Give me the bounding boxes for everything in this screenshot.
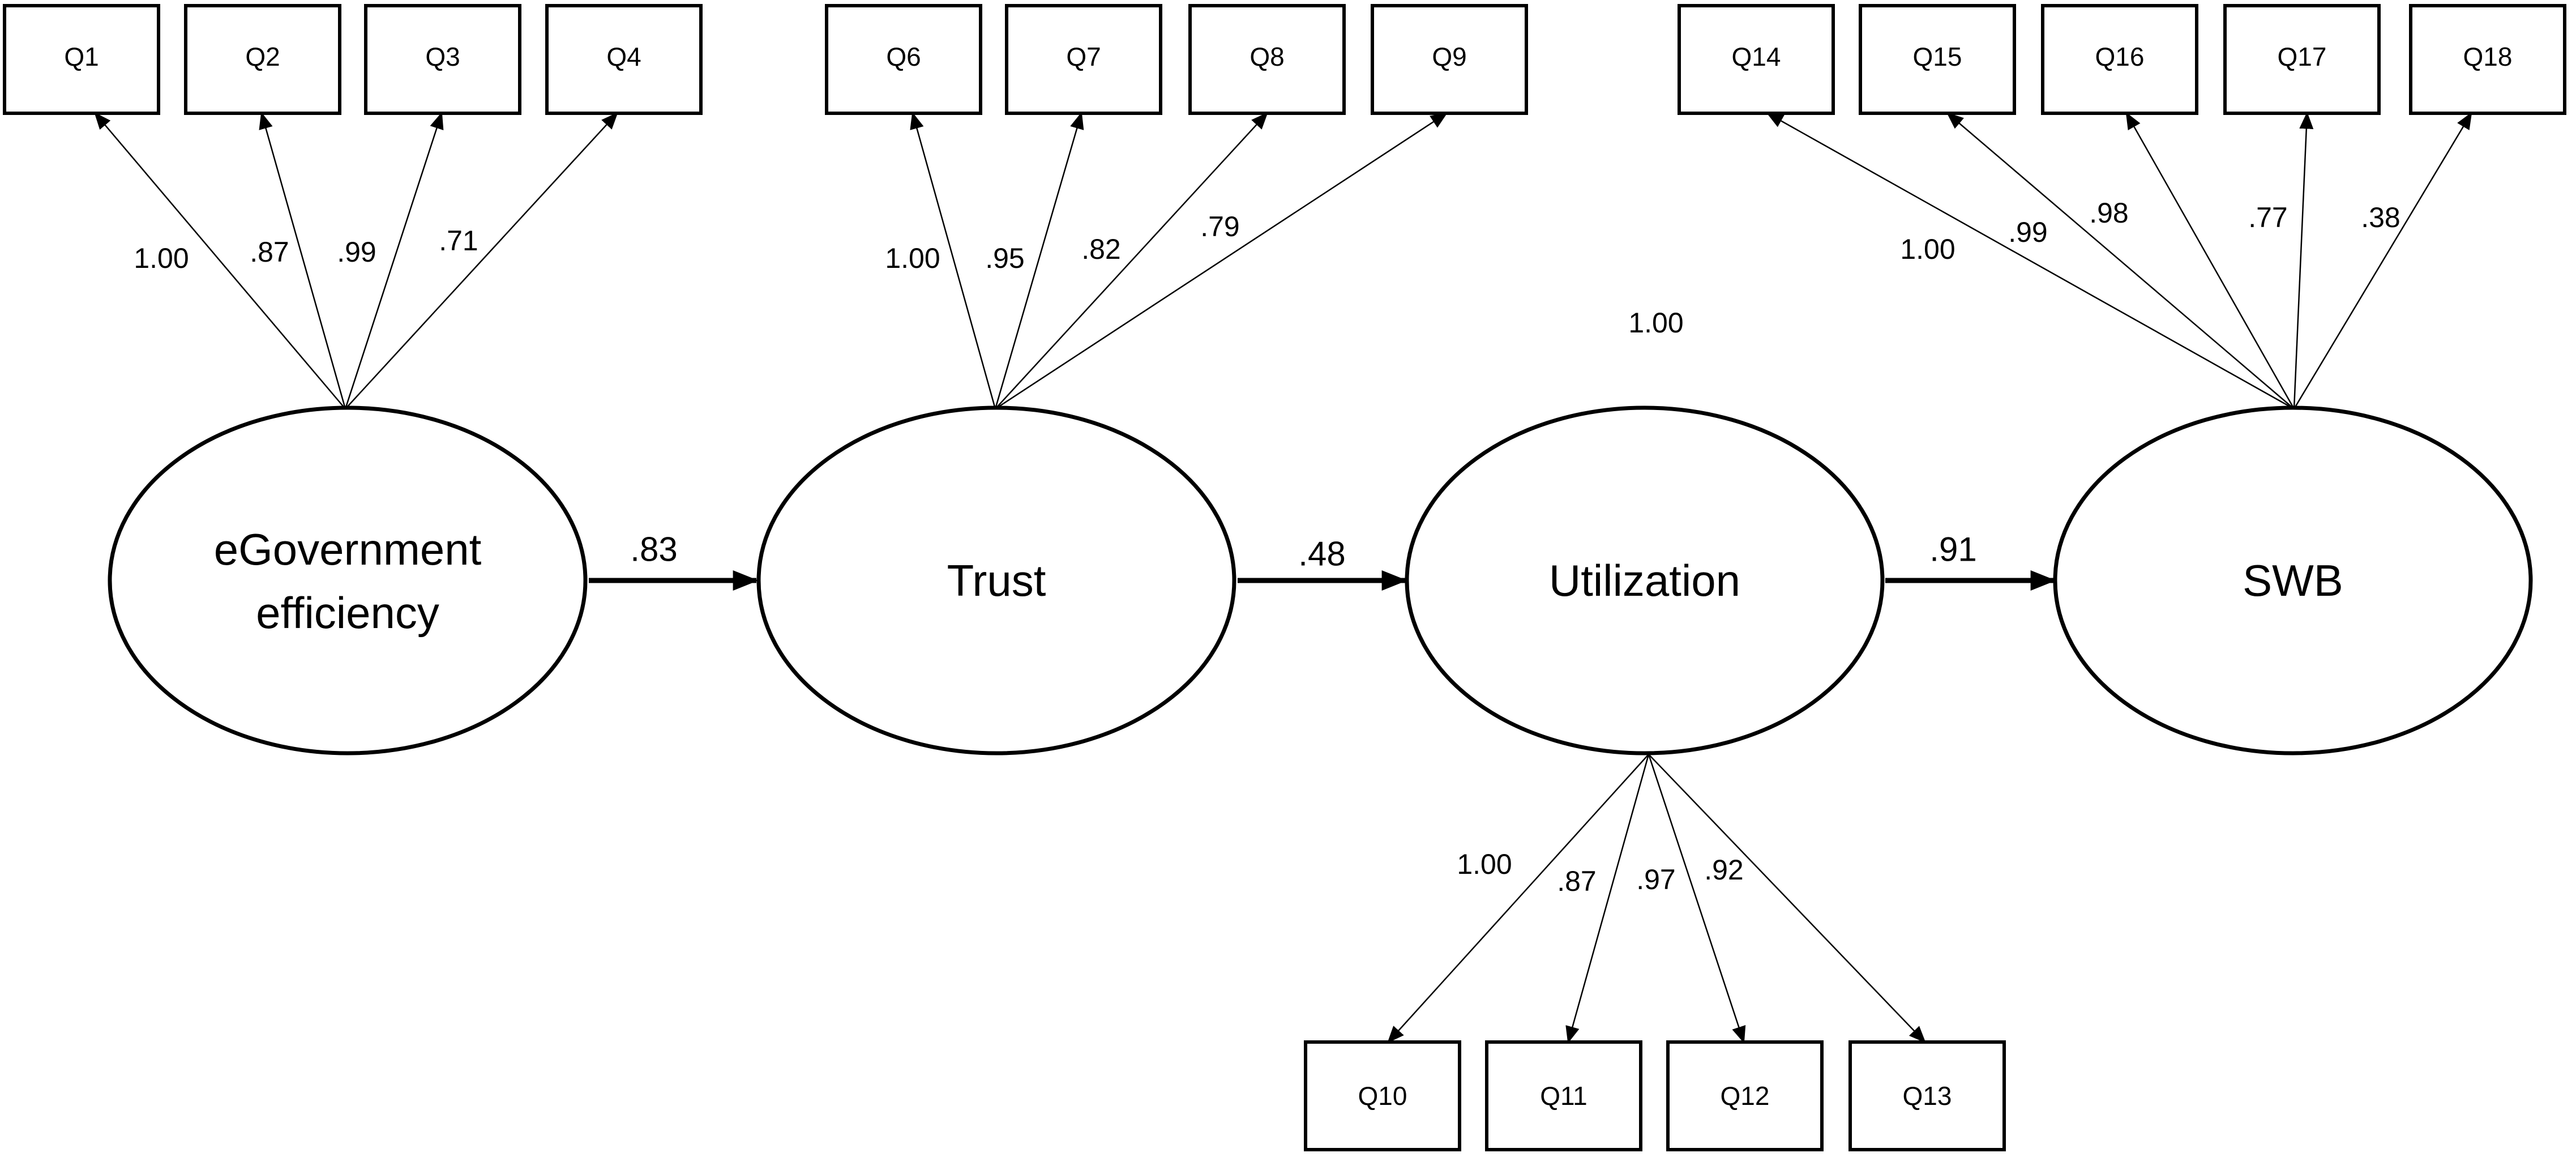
svg-text:Q4: Q4 <box>606 42 641 71</box>
indicator-q17: Q17 <box>2223 4 2381 115</box>
loading-label-q15: .99 <box>2008 216 2048 248</box>
loading-arrow-q11 <box>1565 754 1650 1044</box>
indicator-q3: Q3 <box>364 4 521 115</box>
svg-text:Q18: Q18 <box>2463 42 2513 71</box>
latent-trust: Trust <box>756 405 1236 755</box>
indicator-q4: Q4 <box>545 4 703 115</box>
loading-label-q8: .82 <box>1081 233 1121 265</box>
loading-arrow-q12 <box>1648 754 1746 1044</box>
path-coef-util-swb: .91 <box>1929 531 1976 569</box>
loading-arrow-q3 <box>344 112 444 409</box>
svg-text:Q8: Q8 <box>1250 42 1284 71</box>
svg-text:Q9: Q9 <box>1432 42 1466 71</box>
loading-arrow-q18 <box>2293 112 2472 409</box>
svg-text:Q2: Q2 <box>245 42 280 71</box>
indicator-q11: Q11 <box>1485 1040 1642 1151</box>
latent-utilization: Utilization <box>1405 405 1885 755</box>
indicator-q1: Q1 <box>3 4 160 115</box>
loading-arrow-q7 <box>994 112 1084 409</box>
loading-arrow-q9 <box>995 112 1448 410</box>
svg-text:Trust: Trust <box>947 556 1046 605</box>
indicator-q18: Q18 <box>2409 4 2566 115</box>
loading-label-q3: .99 <box>337 236 376 268</box>
loading-arrow-q13 <box>1648 754 1926 1043</box>
latent-egovernment-efficiency: eGovernment efficiency <box>108 405 588 755</box>
svg-text:Q17: Q17 <box>2278 42 2327 71</box>
svg-text:Q7: Q7 <box>1066 42 1101 71</box>
loading-label-q14: 1.00 <box>1900 233 1955 265</box>
loading-label-q10: 1.00 <box>1457 848 1512 880</box>
latent-swb: SWB <box>2053 405 2533 755</box>
loading-arrow-q14 <box>1766 112 2295 410</box>
loading-label-q18: .38 <box>2361 202 2400 233</box>
loading-label-q12: .97 <box>1636 864 1676 895</box>
loading-label-q4: .71 <box>439 225 478 257</box>
path-coef-trust-util: .48 <box>1298 535 1345 573</box>
svg-text:Q15: Q15 <box>1913 42 1962 71</box>
loading-arrow-q2 <box>259 112 346 409</box>
svg-text:Q13: Q13 <box>1903 1081 1952 1111</box>
path-coef-egov-trust: .83 <box>630 531 677 569</box>
svg-text:Q3: Q3 <box>425 42 460 71</box>
loading-label-q6: 1.00 <box>885 242 940 274</box>
svg-text:Utilization: Utilization <box>1549 556 1740 605</box>
indicator-q10: Q10 <box>1304 1040 1461 1151</box>
svg-text:Q11: Q11 <box>1540 1081 1587 1111</box>
indicator-q7: Q7 <box>1005 4 1162 115</box>
loading-label-q11: .87 <box>1557 865 1597 897</box>
loading-arrow-q4 <box>345 112 618 409</box>
indicator-q6: Q6 <box>825 4 982 115</box>
loading-label-q1: 1.00 <box>134 242 189 274</box>
loading-arrow-q16 <box>2125 112 2295 409</box>
indicator-q9: Q9 <box>1371 4 1528 115</box>
indicator-q14: Q14 <box>1678 4 1835 115</box>
svg-text:eGovernment: eGovernment <box>214 524 482 574</box>
indicator-q8: Q8 <box>1188 4 1346 115</box>
loading-label-q16: .98 <box>2089 197 2129 229</box>
loading-label-q9: .79 <box>1200 211 1240 242</box>
indicator-q16: Q16 <box>2041 4 2198 115</box>
svg-text:SWB: SWB <box>2243 556 2343 605</box>
svg-text:Q10: Q10 <box>1358 1081 1407 1111</box>
loading-label-q13: .92 <box>1704 854 1744 886</box>
svg-text:Q16: Q16 <box>2095 42 2145 71</box>
loading-label-q7: .95 <box>985 242 1025 274</box>
loading-label-q2: .87 <box>250 236 289 268</box>
indicator-q15: Q15 <box>1859 4 2016 115</box>
indicator-q2: Q2 <box>184 4 341 115</box>
svg-text:Q14: Q14 <box>1732 42 1781 71</box>
loading-arrow-q15 <box>1946 112 2295 409</box>
svg-text:efficiency: efficiency <box>256 588 439 638</box>
loading-arrow-q6 <box>910 112 996 409</box>
loading-arrow-q17 <box>2293 112 2314 409</box>
svg-text:Q6: Q6 <box>886 42 921 71</box>
loading-arrow-q10 <box>1387 754 1649 1043</box>
svg-text:Q12: Q12 <box>1721 1081 1770 1111</box>
svg-text:Q1: Q1 <box>64 42 99 71</box>
indicator-q12: Q12 <box>1666 1040 1824 1151</box>
loading-arrow-q8 <box>995 112 1268 409</box>
loading-arrow-q1 <box>94 112 346 409</box>
floating-coefficient-label: 1.00 <box>1628 307 1683 339</box>
indicator-q13: Q13 <box>1848 1040 2006 1151</box>
loading-label-q17: .77 <box>2248 202 2288 233</box>
